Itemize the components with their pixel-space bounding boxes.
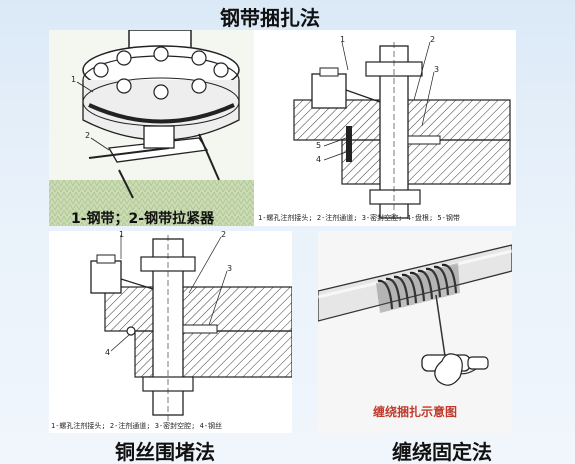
wrapping-drawing: [318, 244, 512, 386]
callout-4: 4: [316, 155, 321, 164]
section-drawing-wire: 1 2 3 4: [90, 231, 292, 421]
section-drawing-band: 1 2 3 4 5: [293, 35, 511, 222]
callout-2: 2: [430, 35, 435, 44]
callout-2: 2: [85, 131, 90, 140]
callout-1: 1: [71, 75, 76, 84]
callout-3: 3: [434, 65, 439, 74]
callout-1: 1: [119, 231, 124, 239]
figure-caption: 1-钢带；2-钢带拉紧器: [71, 211, 215, 226]
callout-4: 4: [105, 348, 110, 357]
wrapping-heading: 缠绕固定法: [392, 440, 492, 464]
steel-band-figure: 1 2 1-钢带；2-钢带拉紧器: [49, 30, 254, 226]
copper-wire-heading: 铜丝围堵法: [115, 440, 215, 464]
copper-wire-figure: 1 2 3 4 1-螺孔注剂接头; 2-注剂通道; 3-密封空腔; 4-钢丝: [49, 231, 292, 433]
figure-caption: 1-螺孔注剂接头; 2-注剂通道; 3-密封空腔; 4-盘根; 5-钢带: [258, 214, 460, 222]
wrapping-figure: 缠绕捆扎示意图: [318, 231, 512, 433]
callout-1: 1: [340, 35, 345, 44]
injection-band-figure: 1 2 3 4 5 1-螺孔注剂接头; 2-注剂通道; 3-密封空腔; 4-盘根…: [254, 30, 516, 226]
callout-2: 2: [221, 231, 226, 239]
steel-band-drawing: 1 2: [49, 30, 254, 226]
page-title: 钢带捆扎法: [220, 6, 320, 30]
callout-3: 3: [227, 264, 232, 273]
callout-5: 5: [316, 141, 321, 150]
figure-caption: 缠绕捆扎示意图: [373, 405, 458, 419]
figure-caption: 1-螺孔注剂接头; 2-注剂通道; 3-密封空腔; 4-钢丝: [51, 422, 223, 430]
